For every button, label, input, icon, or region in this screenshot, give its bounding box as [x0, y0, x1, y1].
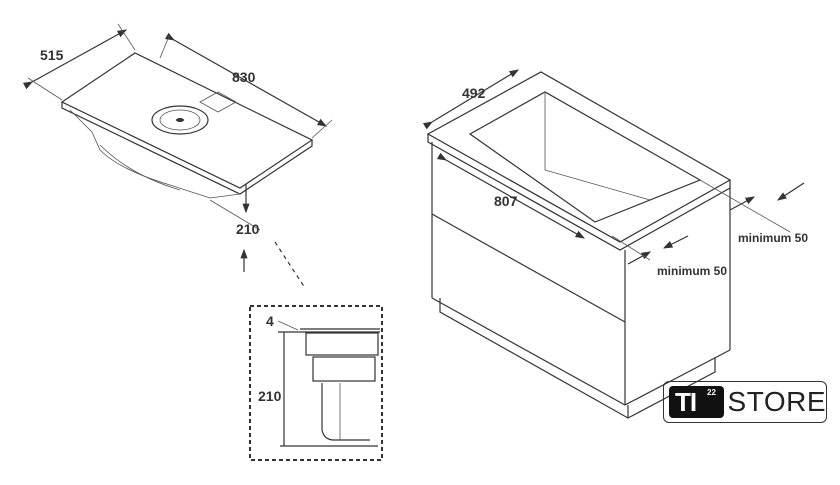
cabinet-depth-label: 492	[462, 85, 486, 101]
hob-dimensions: 515 830 210	[22, 23, 333, 289]
logo-mark-text: TI	[675, 386, 697, 417]
cabinet-dimensions: 492 807 minimum 50 minimum 50	[422, 69, 808, 278]
hob-length-label: 830	[232, 69, 256, 85]
detail-height-label: 210	[258, 388, 282, 404]
logo-mark: TI 22	[669, 386, 724, 418]
cabinet-drawing	[426, 71, 732, 419]
hob-width-label: 515	[40, 47, 64, 63]
cabinet-cutout-label: 807	[494, 193, 518, 209]
detail-view: 4 210	[249, 305, 383, 461]
min-front-label: minimum 50	[657, 264, 727, 278]
ti-store-logo: TI 22 STORE	[663, 381, 827, 423]
logo-text: STORE	[727, 386, 826, 417]
min-back-label: minimum 50	[738, 231, 808, 245]
hob-drawing	[60, 52, 314, 199]
hob-height-label: 210	[236, 221, 260, 237]
logo-superscript: 22	[707, 388, 716, 397]
detail-thickness-label: 4	[266, 313, 274, 329]
